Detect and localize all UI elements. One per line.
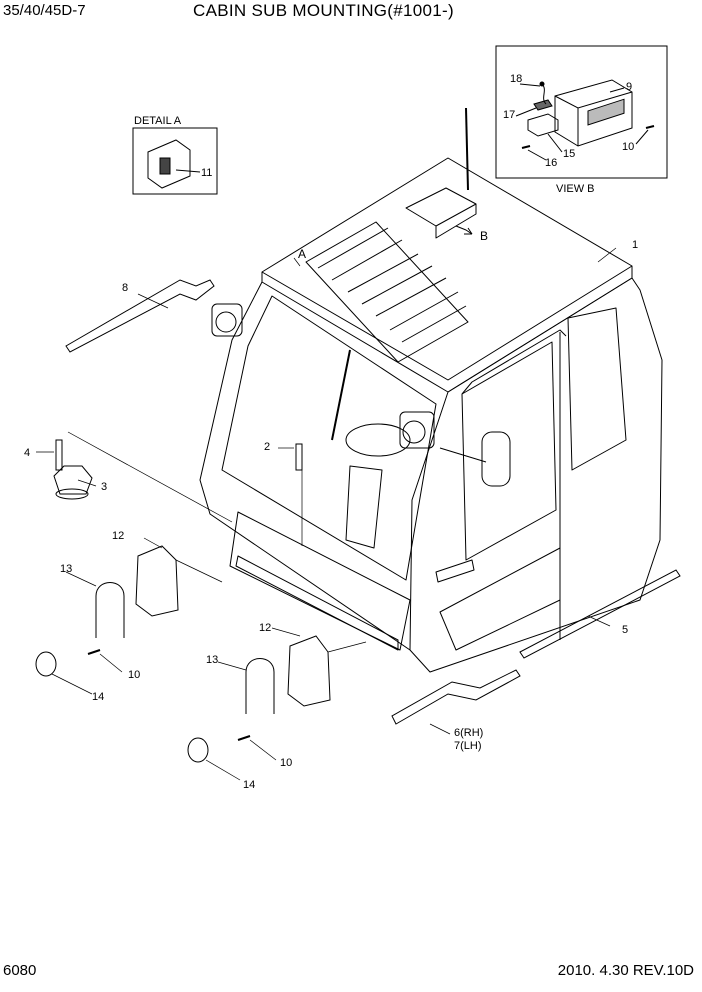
detail-a-frame: [132, 127, 218, 195]
view-b-frame: [495, 45, 668, 179]
part-10-screw-right: [237, 735, 251, 741]
side-mirror: [481, 431, 511, 487]
callout-14-left: 14: [92, 691, 104, 703]
door-handle: [435, 559, 475, 583]
sunroof: [305, 221, 469, 363]
part-4-bolt: [55, 439, 63, 471]
windshield: [221, 295, 437, 581]
view-b: 18 9 17 15 16 10 VIEW B: [495, 45, 668, 195]
part-14-ring-right: [187, 737, 209, 763]
part-3-mount: [53, 465, 93, 495]
part-5-strip: [519, 569, 681, 659]
floor-plate: [229, 511, 411, 651]
detail-a: DETAIL A 11: [132, 115, 218, 195]
part-13-clamp-right: [245, 658, 275, 714]
cabin-assembly: [199, 107, 663, 673]
callout-2: 2: [264, 441, 270, 453]
rear-side-glass: [567, 307, 627, 471]
callout-14-right: 14: [243, 779, 255, 791]
wiper: [331, 349, 351, 441]
revision-date: 2010. 4.30 REV.10D: [557, 962, 694, 979]
callout-3: 3: [101, 481, 107, 493]
detail-a-switch: [159, 157, 171, 175]
callouts: A B 1 2 3 4 5 6(RH) 7(LH) 8 10 10 12 12 …: [24, 229, 638, 791]
part-2-bolt: [295, 443, 303, 471]
callout-17: 17: [503, 109, 515, 121]
callout-18: 18: [510, 73, 522, 85]
callout-4: 4: [24, 447, 30, 459]
leader-11: [175, 169, 201, 173]
callout-6: 6(RH): [454, 727, 483, 739]
steering-wheel: [345, 423, 411, 457]
antenna: [465, 107, 469, 191]
callout-10-left: 10: [128, 669, 140, 681]
callout-13-right: 13: [206, 654, 218, 666]
right-work-lamp: [399, 411, 435, 449]
callout-7: 7(LH): [454, 740, 482, 752]
page-title: CABIN SUB MOUNTING(#1001-): [193, 1, 454, 20]
door-upper-glass: [461, 341, 557, 561]
steering-column: [345, 465, 383, 549]
part-12-boot-right: [287, 635, 331, 707]
callout-10-right: 10: [280, 757, 292, 769]
left-work-lamp: [211, 303, 243, 337]
door-lower-glass: [439, 547, 561, 651]
callout-12-right: 12: [259, 622, 271, 634]
part-17: [533, 99, 553, 111]
callout-8: 8: [122, 282, 128, 294]
loose-parts: [35, 279, 681, 763]
callout-12-left: 12: [112, 530, 124, 542]
callout-9: 9: [626, 81, 632, 93]
bracket-15: [527, 113, 559, 137]
callout-1: 1: [632, 239, 638, 251]
callout-5: 5: [622, 624, 628, 636]
part-12-boot-left: [135, 545, 179, 617]
right-side: [409, 277, 663, 673]
part-10-screw-left: [87, 649, 101, 655]
part-14-ring-left: [35, 651, 57, 677]
leader-lines: [36, 247, 617, 781]
screw-16: [521, 145, 531, 149]
callout-13-left: 13: [60, 563, 72, 575]
view-b-label: VIEW B: [556, 183, 595, 195]
callout-11: 11: [201, 167, 212, 179]
radio-faceplate: [587, 98, 625, 126]
callout-10-view-b: 10: [622, 141, 634, 153]
callout-16: 16: [545, 157, 557, 169]
part-8-bar: [65, 279, 215, 353]
callout-B: B: [480, 229, 488, 243]
front-frame: [199, 281, 449, 651]
callout-A: A: [298, 247, 306, 261]
screw-10: [645, 125, 655, 129]
detail-a-label: DETAIL A: [134, 115, 182, 127]
part-6-7-bar: [391, 669, 521, 725]
page-number: 6080: [3, 962, 37, 979]
model-label: 35/40/45D-7: [3, 2, 86, 19]
callout-15: 15: [563, 148, 575, 160]
part-13-clamp-left: [95, 582, 125, 638]
detail-a-switch-panel: [147, 139, 191, 189]
